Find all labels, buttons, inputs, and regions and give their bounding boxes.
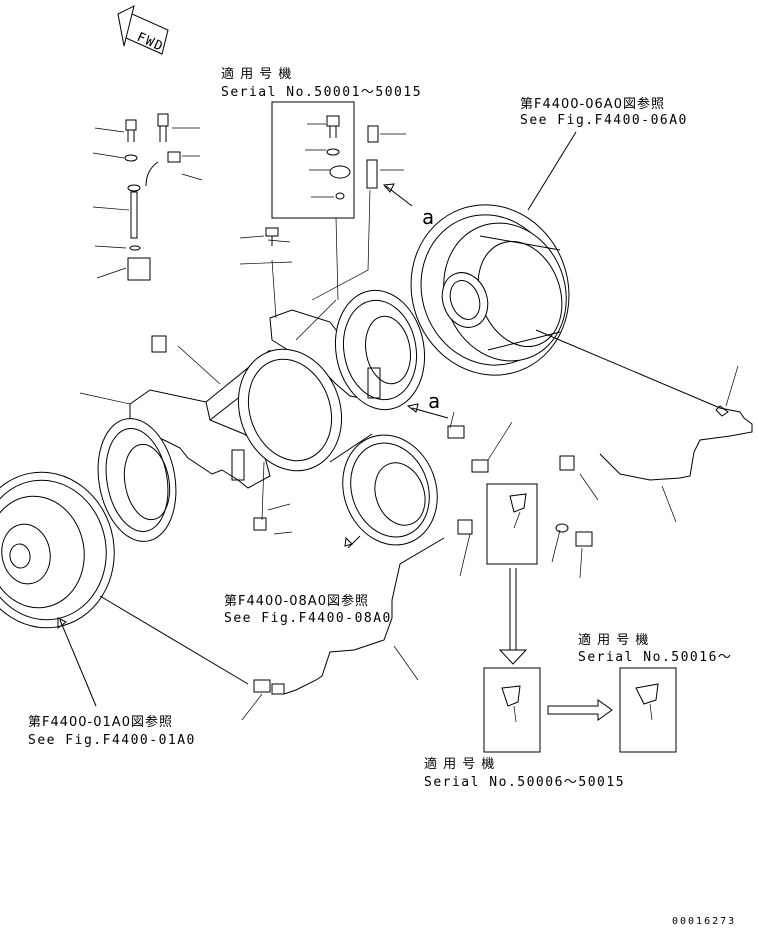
- clip-icon: [509, 493, 527, 513]
- axle-housing-icon: [97, 289, 426, 542]
- left-fitting-icon: [253, 679, 285, 695]
- left-final-drive-icon: [0, 471, 115, 629]
- serial-50006-jp: 適 用 号 機: [424, 756, 495, 772]
- differential-carrier-icon: [329, 433, 438, 546]
- serial-kit-box: [271, 101, 355, 219]
- serial-50016-en: Serial No.50016～: [578, 650, 732, 665]
- fwd-label: FWD: [134, 30, 166, 55]
- ref-08A0-jp: 第F4400-08A0図参照: [224, 593, 369, 609]
- ref-08A0-en: See Fig.F4400-08A0: [224, 611, 392, 626]
- ref-06A0-en: See Fig.F4400-06A0: [520, 113, 688, 128]
- view-marker-a-lower: a: [428, 389, 442, 413]
- ref-01A0-en: See Fig.F4400-01A0: [28, 733, 196, 748]
- drawing-number: 00016273: [672, 916, 736, 927]
- plug-icon: [366, 125, 379, 189]
- view-marker-a-upper: a: [422, 205, 436, 229]
- right-final-drive-icon: [410, 204, 570, 376]
- fitting-icon: [447, 425, 593, 547]
- ref-01A0-jp: 第F4400-01A0図参照: [28, 714, 173, 730]
- bolt-icon: [326, 115, 351, 200]
- serial-50006-en: Serial No.50006～50015: [424, 775, 625, 790]
- ref-06A0-jp: 第F4400-06A0図参照: [520, 96, 665, 112]
- top-serial-jp: 適 用 号 機: [221, 66, 292, 82]
- serial-50016-jp: 適 用 号 機: [578, 632, 649, 648]
- drain-plug-icon: [151, 335, 267, 531]
- bracket-bolt-icon: [265, 227, 279, 246]
- top-serial-en: Serial No.50001～50015: [221, 85, 422, 100]
- serial-50016-box: [619, 667, 677, 753]
- replacement-arrow-icon: [547, 699, 613, 721]
- serial-50006-box: [483, 667, 541, 753]
- bracket-box: [486, 483, 538, 565]
- clip-old-icon: [501, 685, 521, 723]
- left-bolt-stack-icon: [124, 113, 181, 281]
- fwd-arrow-icon: [117, 5, 169, 55]
- clip-new-icon: [635, 683, 659, 721]
